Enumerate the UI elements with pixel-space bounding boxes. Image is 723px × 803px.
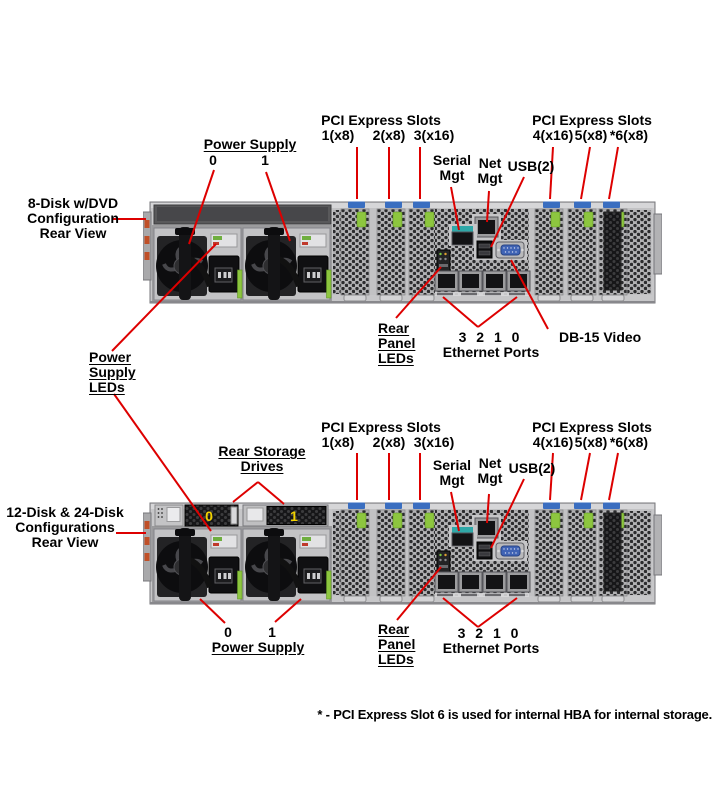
db15-video-label: DB-15 Video bbox=[559, 329, 642, 345]
serial-mgt-label-2: Serial Mgt bbox=[432, 457, 472, 488]
pci-right-title: PCI Express Slots bbox=[532, 112, 652, 128]
footnote: * - PCI Express Slot 6 is used for inter… bbox=[317, 707, 712, 722]
power-supply-0: 0 bbox=[209, 152, 217, 168]
ethernet-numbers: 3 2 1 0 bbox=[458, 329, 520, 345]
net-mgt-label: Net Mgt bbox=[477, 155, 503, 186]
pci-right-title-2: PCI Express Slots bbox=[532, 419, 652, 435]
pci-slot1-label: 1(x8) bbox=[321, 127, 355, 143]
view-title-8disk: 8-Disk w/DVD Configuration Rear View bbox=[27, 195, 119, 241]
pci-slot3-label: 3(x16) bbox=[413, 127, 455, 143]
power-supply-0-2: 0 bbox=[224, 624, 232, 640]
power-supply-label: Power Supply bbox=[203, 136, 297, 152]
pci-slot6-label-2: *6(x8) bbox=[609, 434, 649, 450]
server-rear-view-8disk bbox=[143, 200, 662, 310]
net-mgt-label-2: Net Mgt bbox=[477, 455, 503, 486]
pci-slot2-label-2: 2(x8) bbox=[372, 434, 406, 450]
power-supply-label-2: Power Supply bbox=[211, 639, 305, 655]
pci-slot4-label: 4(x16) bbox=[532, 127, 574, 143]
usb-label: USB(2) bbox=[507, 158, 555, 174]
ethernet-ports-label: Ethernet Ports bbox=[442, 344, 540, 360]
pci-slot4-label-2: 4(x16) bbox=[532, 434, 574, 450]
rear-drive-1-number: 1 bbox=[290, 508, 298, 524]
rear-drive-0-number: 0 bbox=[205, 508, 213, 524]
ethernet-numbers-2: 3 2 1 0 bbox=[457, 625, 519, 641]
pci-slot3-label-2: 3(x16) bbox=[413, 434, 455, 450]
usb-label-2: USB(2) bbox=[508, 460, 556, 476]
server-rear-view-12disk: 0 1 bbox=[143, 501, 662, 611]
power-supply-leds-label: Power Supply LEDs bbox=[89, 349, 136, 395]
power-supply-1-2: 1 bbox=[268, 624, 276, 640]
pci-slot5-label-2: 5(x8) bbox=[574, 434, 608, 450]
pci-slot1-label-2: 1(x8) bbox=[321, 434, 355, 450]
serial-mgt-label: Serial Mgt bbox=[432, 152, 472, 183]
rear-panel-leds-label: Rear Panel LEDs bbox=[378, 320, 416, 366]
pci-left-title: PCI Express Slots bbox=[321, 112, 441, 128]
rear-storage-drives-label: Rear Storage Drives bbox=[218, 443, 306, 474]
pci-left-title-2: PCI Express Slots bbox=[321, 419, 441, 435]
ethernet-ports-label-2: Ethernet Ports bbox=[442, 640, 540, 656]
pci-slot5-label: 5(x8) bbox=[574, 127, 608, 143]
power-supply-1: 1 bbox=[261, 152, 269, 168]
pci-slot2-label: 2(x8) bbox=[372, 127, 406, 143]
view-title-12disk: 12-Disk & 24-Disk Configurations Rear Vi… bbox=[6, 504, 124, 550]
rear-panel-leds-label-2: Rear Panel LEDs bbox=[378, 621, 416, 667]
pci-slot6-label: *6(x8) bbox=[609, 127, 649, 143]
